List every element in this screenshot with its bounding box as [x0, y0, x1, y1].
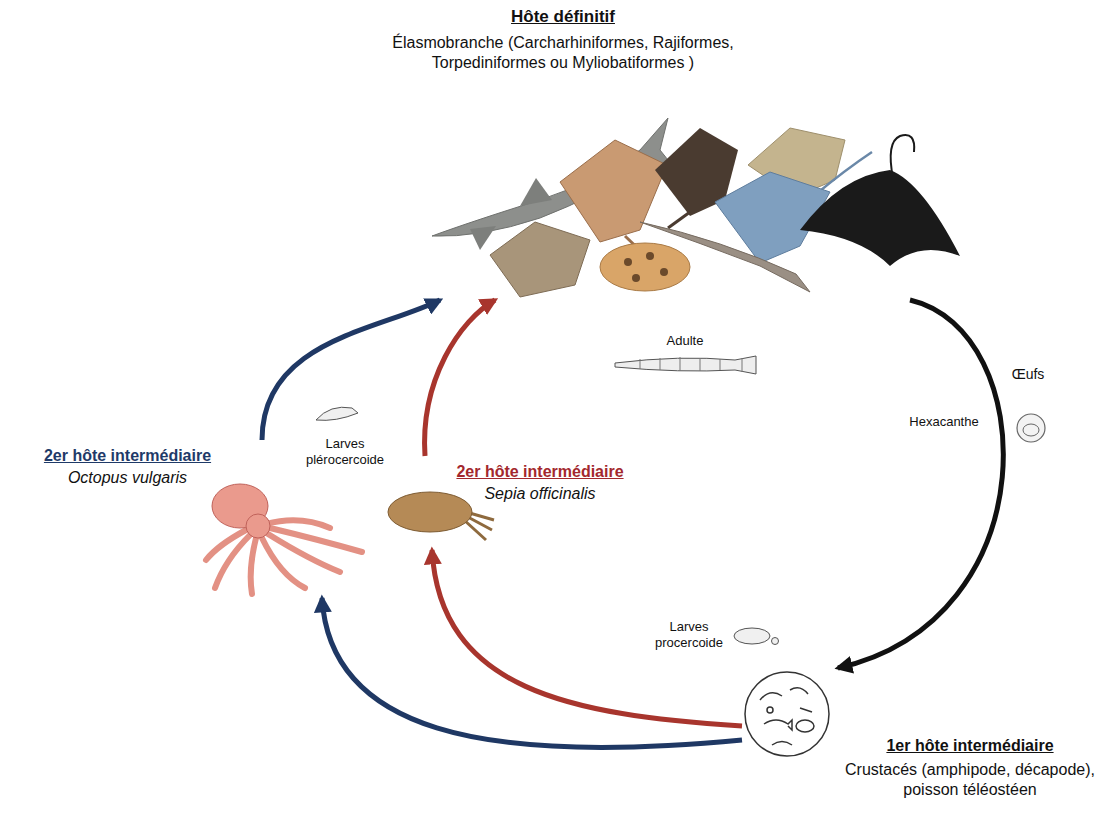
torpedo-spot [646, 252, 654, 260]
label-holder: Larves procercoide [643, 619, 735, 651]
host-description: Élasmobranche (Carcharhiniformes, Rajifo… [343, 33, 783, 73]
manta-tail [891, 135, 915, 178]
stage-label: Œufs [1003, 366, 1053, 383]
shark-fin [520, 178, 552, 206]
cuttlefish-figure [388, 492, 472, 532]
stage-label: Adulte [650, 333, 720, 349]
label-holder: Larves plérocercoide [294, 436, 396, 468]
dogfish-figure [640, 222, 810, 292]
edge-label: Hexacanthe [903, 414, 985, 430]
octopus-figure [206, 520, 362, 594]
cycle-arrow [322, 598, 742, 748]
cycle-arrow [425, 300, 495, 456]
procercoid-larva [734, 628, 770, 644]
host-heading: Hôte définitif [260, 6, 866, 27]
procercoid-tail [772, 638, 779, 645]
label-holder: Adulte [650, 333, 720, 349]
second-host-sepia: 2er hôte intermédiaireSepia officinalis [385, 456, 650, 550]
cycle-arrow [432, 550, 742, 726]
worm-segments [640, 357, 742, 372]
label-holder: Œufs [1003, 366, 1053, 383]
torpedo-spot [624, 258, 632, 266]
adult-worm [615, 356, 756, 374]
ray-figure [560, 140, 667, 242]
torpedo-spot [660, 268, 668, 276]
manta-figure [800, 170, 960, 266]
first-host: 1er hôte intermédiaireCrustacés (amphipo… [742, 668, 1112, 813]
species-name: Sepia officinalis [433, 484, 647, 504]
crustacean-icons [760, 688, 814, 745]
label-holder: Hexacanthe [903, 414, 985, 430]
species-name: Octopus vulgaris [10, 468, 245, 488]
torpedo-spot [632, 274, 640, 282]
host-heading: 2er hôte intermédiaire [433, 462, 647, 482]
torpedo-figure [600, 243, 690, 291]
egg-figure [1017, 414, 1045, 442]
egg-embryo [1023, 424, 1039, 436]
first-host-circle [745, 672, 829, 756]
host-heading: 1er hôte intermédiaire [832, 736, 1108, 756]
host-heading: 2er hôte intermédiaire [10, 446, 245, 466]
definitive-host: Hôte définitifÉlasmobranche (Carcharhini… [260, 4, 970, 300]
plerocercoid-larva [316, 407, 358, 420]
ray-figure [490, 222, 590, 297]
octopus-head [246, 514, 270, 538]
stage-label: Larves plérocercoide [294, 436, 396, 468]
ray-tail [668, 212, 690, 228]
stage-label: Larves procercoide [643, 619, 735, 651]
cycle-arrow [262, 300, 440, 440]
cycle-arrow [838, 300, 1003, 668]
shark-fin [470, 226, 496, 250]
host-description: Crustacés (amphipode, décapode), poisson… [832, 760, 1108, 800]
